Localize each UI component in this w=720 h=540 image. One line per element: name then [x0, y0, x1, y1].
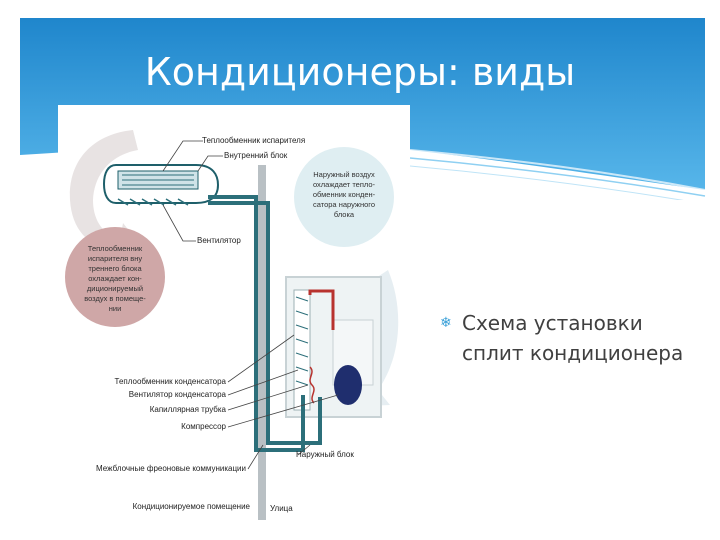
label-freon-lines: Межблочные фреоновые коммуникации [96, 464, 246, 473]
hot-pipe [308, 289, 335, 330]
bubble-indoor-line: диционируемый [87, 284, 143, 293]
bubble-indoor-text: Теплообменник испарителя вну треннего бл… [84, 244, 146, 313]
indoor-unit [102, 164, 220, 206]
leader-lines [162, 140, 339, 470]
split-ac-diagram: Теплообменник испарителя Внутренний блок… [58, 105, 410, 520]
label-fan-condenser: Вентилятор конденсатора [129, 390, 227, 399]
bubble-indoor-line: испарителя вну [88, 254, 142, 263]
bubble-indoor-line: нии [109, 304, 122, 313]
indoor-air-bubble [65, 227, 165, 327]
slide-title: Кондиционеры: виды [144, 50, 576, 94]
bullet-item: ❄ Схема установки сплит кондиционера [440, 308, 710, 368]
bubble-outdoor-line: Наружный воздух [313, 170, 375, 179]
label-indoor-unit: Внутренний блок [224, 151, 288, 160]
freon-pipe-2 [208, 201, 322, 445]
outdoor-air-bubble [294, 147, 394, 247]
outdoor-unit [285, 276, 382, 418]
bubble-outdoor-line: обменник конден- [313, 190, 376, 199]
capillary-tube [309, 366, 315, 404]
snowflake-bullet-icon: ❄ [440, 315, 452, 331]
compressor [334, 365, 362, 405]
label-room: Кондиционируемое помещение [133, 502, 251, 511]
label-compressor: Компрессор [181, 422, 226, 431]
bubble-outdoor-text: Наружный воздух охлаждает тепло- обменни… [313, 170, 376, 219]
bubble-outdoor-line: охлаждает тепло- [313, 180, 376, 189]
bubble-indoor-line: Теплообменник [88, 244, 143, 253]
bubble-outdoor-line: сатора наружного [313, 200, 375, 209]
label-street: Улица [270, 504, 293, 513]
label-fan-indoor: Вентилятор [197, 236, 241, 245]
label-evaporator: Теплообменник испарителя [202, 136, 305, 145]
bubble-indoor-line: воздух в помеще- [84, 294, 146, 303]
freon-pipe-1 [208, 195, 305, 452]
label-condenser: Теплообменник конденсатора [115, 377, 227, 386]
bubble-indoor-line: охлаждает кон- [88, 274, 142, 283]
label-outdoor-unit: Наружный блок [296, 450, 354, 459]
bubble-outdoor-line: блока [334, 210, 355, 219]
label-capillary: Капиллярная трубка [150, 405, 227, 414]
bullet-text: Схема установки сплит кондиционера [462, 311, 684, 365]
bubble-indoor-line: треннего блока [88, 264, 142, 273]
wall [258, 165, 266, 520]
